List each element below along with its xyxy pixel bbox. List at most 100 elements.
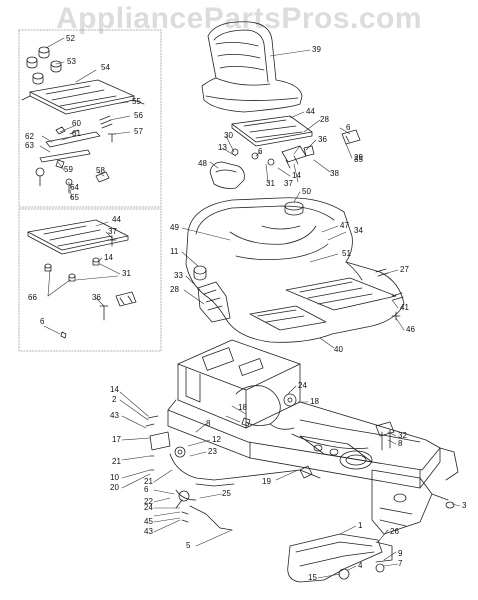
frame: [167, 339, 441, 489]
part-callout-18: 18: [238, 403, 247, 412]
dash-panel: [193, 265, 231, 323]
part-callout-1: 1: [358, 521, 363, 530]
watermark: AppliancePartsPros.com: [55, 2, 423, 35]
part-callout-44: 44: [306, 107, 315, 116]
pedal-cluster: [375, 421, 395, 451]
part-callout-45: 45: [144, 517, 153, 526]
part-callout-5: 5: [186, 541, 191, 550]
part-callout-14: 14: [104, 253, 113, 262]
part-callout-52: 52: [66, 34, 75, 43]
part-callout-48: 48: [198, 159, 207, 168]
part-callout-53: 53: [67, 57, 76, 66]
part-callout-24: 24: [144, 503, 153, 512]
part-callout-27: 27: [400, 265, 409, 274]
part-callout-60: 60: [72, 119, 81, 128]
part-callout-61: 61: [72, 129, 81, 138]
part-callout-43: 43: [110, 411, 119, 420]
part-callout-35: 35: [354, 155, 363, 164]
part-callout-2: 2: [112, 395, 117, 404]
part-callout-4: 4: [358, 561, 363, 570]
part-callout-26: 26: [390, 527, 399, 536]
part-callout-47: 47: [340, 221, 349, 230]
part-callout-28: 28: [170, 285, 179, 294]
part-callout-19: 19: [262, 477, 271, 486]
seat-plate-lower: [27, 219, 129, 282]
part-callout-50: 50: [302, 187, 311, 196]
part-callout-31: 31: [122, 269, 131, 278]
part-callout-65: 65: [70, 193, 79, 202]
part-callout-18: 18: [310, 397, 319, 406]
part-callout-54: 54: [101, 63, 110, 72]
part-callout-14: 14: [292, 171, 301, 180]
part-callout-31: 31: [266, 179, 275, 188]
part-callout-17: 17: [112, 435, 121, 444]
spring-assembly: [235, 385, 297, 430]
part-callout-9: 9: [398, 549, 403, 558]
shift-rod: [231, 465, 321, 479]
inset-box-upper: [18, 29, 162, 208]
part-callout-24: 24: [298, 381, 307, 390]
part-callout-49: 49: [170, 223, 179, 232]
part-callout-55: 55: [132, 97, 141, 106]
part-callout-6: 6: [258, 147, 263, 156]
part-callout-62: 62: [25, 132, 34, 141]
part-callout-56: 56: [134, 111, 143, 120]
part-callout-64: 64: [70, 183, 79, 192]
seat-plate: [231, 115, 313, 147]
part-callout-3: 3: [462, 501, 467, 510]
part-callout-22: 22: [144, 497, 153, 506]
part-callout-14: 14: [110, 385, 119, 394]
part-callout-29: 29: [354, 153, 363, 162]
part-callout-66: 66: [28, 293, 37, 302]
part-callout-23: 23: [208, 447, 217, 456]
part-callout-40: 40: [334, 345, 343, 354]
part-callout-63: 63: [25, 141, 34, 150]
part-callout-8: 8: [398, 439, 403, 448]
part-callout-57: 57: [134, 127, 143, 136]
hardware-right: [375, 268, 404, 321]
part-callout-6: 6: [40, 317, 45, 326]
part-callout-51: 51: [342, 249, 351, 258]
part-callout-41: 41: [400, 303, 409, 312]
part-callout-59: 59: [64, 165, 73, 174]
part-callout-10: 10: [110, 473, 119, 482]
inset-box-lower: [18, 208, 162, 352]
leader-lines: [39, 37, 461, 579]
battery-cover: [209, 161, 245, 189]
part-callout-7: 7: [398, 559, 403, 568]
part-callout-21: 21: [112, 457, 121, 466]
part-callout-34: 34: [354, 226, 363, 235]
part-callout-13: 13: [218, 143, 227, 152]
part-callout-11: 11: [170, 247, 179, 256]
part-callout-8: 8: [206, 419, 211, 428]
part-callout-21: 21: [144, 477, 153, 486]
rear-bumper: [287, 533, 393, 583]
part-callout-37: 37: [108, 227, 117, 236]
part-callout-33: 33: [174, 271, 183, 280]
part-callout-15: 15: [308, 573, 317, 582]
pedal-linkage: [145, 415, 235, 531]
part-callout-36: 36: [318, 135, 327, 144]
seat-adjuster-hardware: [231, 129, 361, 169]
part-callout-43: 43: [144, 527, 153, 536]
rear-frame-bracket: [371, 447, 459, 535]
seat-plate-upper: [21, 79, 145, 115]
part-callout-44: 44: [112, 215, 121, 224]
part-callout-28: 28: [320, 115, 329, 124]
part-callout-46: 46: [406, 325, 415, 334]
frame-bracket-plate: [299, 435, 373, 470]
part-callout-6: 6: [346, 123, 351, 132]
fuel-cap: [284, 201, 304, 216]
part-callout-38: 38: [330, 169, 339, 178]
part-callout-30: 30: [224, 131, 233, 140]
part-callout-36: 36: [92, 293, 101, 302]
part-callout-12: 12: [212, 435, 221, 444]
part-callout-58: 58: [96, 166, 105, 175]
part-callout-37: 37: [284, 179, 293, 188]
part-callout-20: 20: [110, 483, 119, 492]
part-callout-25: 25: [222, 489, 231, 498]
part-callout-6: 6: [144, 485, 149, 494]
